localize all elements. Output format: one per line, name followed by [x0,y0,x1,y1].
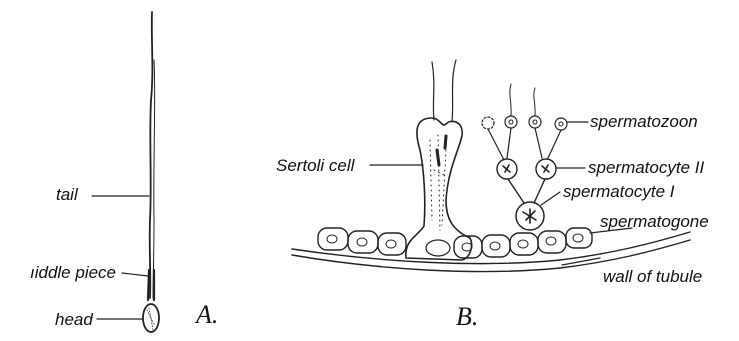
panel-letter-b: B. [456,304,478,330]
panel-letter-a: A. [196,302,218,328]
sertoli-cell-body [406,118,472,260]
spermatozoa-group [482,84,567,160]
spermatogone-cell [510,233,538,255]
spermatid-cell [482,117,494,129]
spermatocyte-i-leader [541,192,560,205]
spermatid-tail [510,84,511,116]
sertoli-cell-drawing [406,60,472,260]
sertoli-nucleus [426,240,450,256]
label-head: head [55,311,93,328]
spermatogone-cell [538,231,566,253]
label-spermatogone: spermatogone [600,213,709,230]
label-wall-of-tubule: wall of tubule [603,268,702,285]
spermatid-cell [505,116,517,128]
label-middle-piece: ıiddle piece [30,264,116,281]
spermatocyte-ii-group [497,159,556,203]
spermatogone-cell [566,228,592,248]
spermatid-tail [534,88,535,116]
spermatocyte-i-group [516,202,544,230]
label-tail: tail [56,186,78,203]
spermatid-cell [529,116,541,128]
sertoli-tail [432,62,434,120]
label-spermatocyte-i: spermatocyte I [563,183,675,200]
tail-shape [150,12,153,298]
spermatogone-cell [378,233,406,255]
label-sertoli-cell: Sertoli cell [276,157,354,174]
tail-outline [153,60,155,298]
spermatozoon-drawing-a [143,12,159,332]
spermatid-cell [555,118,567,130]
tubule-wall-inner [292,232,690,264]
label-spermatocyte-ii: spermatocyte II [588,159,704,176]
spermatogone-cell [482,235,510,257]
label-spermatozoon: spermatozoon [590,113,698,130]
sertoli-tail [452,60,456,122]
middle-piece-leader [122,273,148,276]
spermatogonia-row [318,228,592,258]
spermatogone-cell [348,231,378,253]
spermatogone-cell [318,228,348,250]
head-stipple [147,308,155,330]
spermatocyte-i-chromatin [523,209,536,223]
